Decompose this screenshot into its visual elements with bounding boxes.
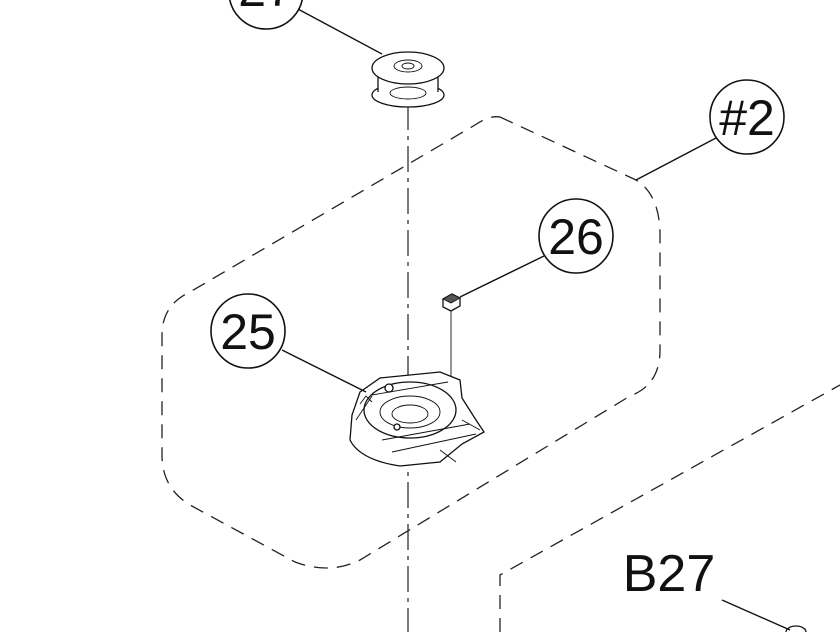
group-outline bbox=[161, 116, 661, 569]
callout-circle-27 bbox=[229, 0, 303, 30]
callout-label-group: #2 bbox=[719, 90, 775, 146]
callout-circle-26 bbox=[538, 198, 614, 274]
leader-27 bbox=[295, 7, 383, 55]
leader-b27 bbox=[721, 599, 791, 631]
leader-group bbox=[635, 137, 717, 181]
bobbin-part bbox=[371, 51, 445, 108]
callout-label-b27: B27 bbox=[623, 545, 716, 603]
callout-label-25: 25 bbox=[220, 304, 276, 360]
callout-circle-group bbox=[709, 79, 785, 155]
tension-spring-part bbox=[442, 293, 461, 312]
bobbin-case-part bbox=[349, 371, 485, 467]
callout-label-26: 26 bbox=[548, 209, 604, 265]
callout-circle-25 bbox=[210, 293, 286, 369]
callout-label-27: 27 bbox=[238, 0, 294, 17]
screw-part bbox=[785, 625, 807, 632]
assembly-outline bbox=[499, 384, 840, 632]
leader-26 bbox=[459, 255, 545, 298]
leader-25 bbox=[281, 349, 367, 393]
